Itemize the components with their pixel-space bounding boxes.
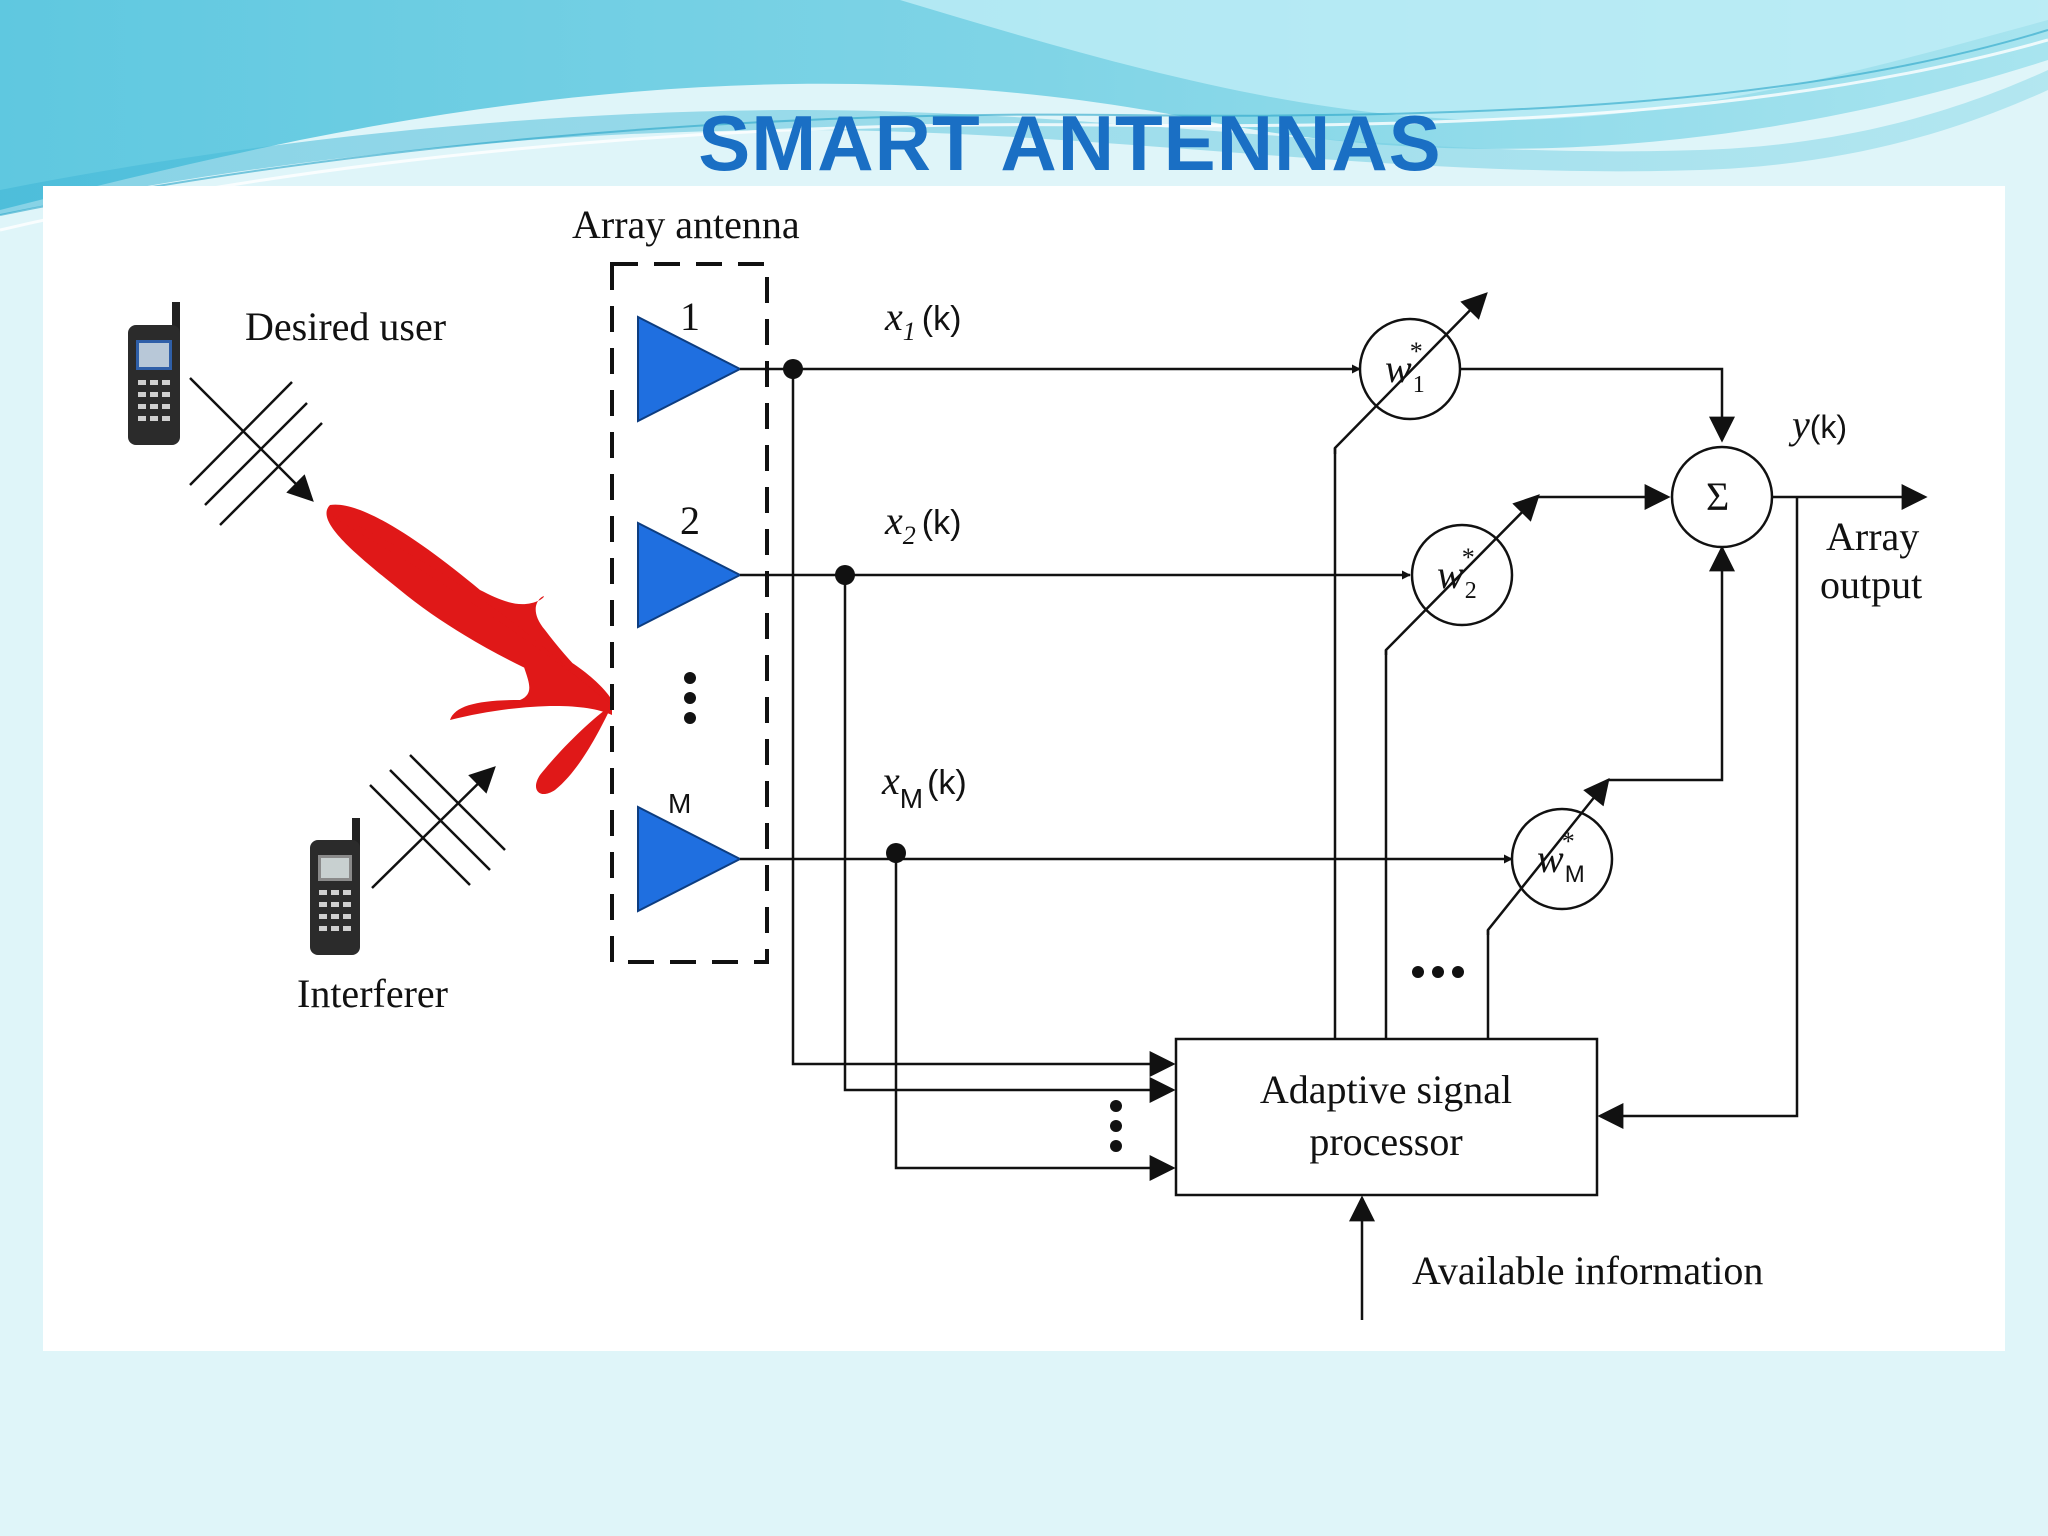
svg-text:w*2: w*2 <box>1437 543 1477 604</box>
svg-text:w*M: w*M <box>1537 827 1585 888</box>
output-signal-label: y(k) <box>1788 402 1847 447</box>
array-output-line1: Array <box>1826 514 1919 559</box>
interferer-label: Interferer <box>297 971 448 1016</box>
antenna-element-1-icon <box>637 315 743 423</box>
desired-user-label: Desired user <box>245 304 446 349</box>
available-information-label: Available information <box>1412 1248 1763 1293</box>
weight-m-node: w*M <box>1510 807 1614 911</box>
signal-1-label: x1(k) <box>884 294 961 346</box>
adaptive-signal-processor-box <box>1174 1037 1599 1197</box>
svg-text:w*1: w*1 <box>1385 337 1425 398</box>
processor-line1: Adaptive signal <box>1260 1067 1512 1112</box>
array-antenna-box <box>610 262 769 964</box>
weight-ellipsis-icon <box>1412 966 1464 978</box>
antenna-m-index: M <box>668 788 691 819</box>
antenna-ellipsis-icon <box>684 672 696 724</box>
signal-2-label: x2(k) <box>884 498 961 550</box>
svg-text:Σ: Σ <box>1706 474 1729 519</box>
antenna-1-index: 1 <box>680 294 700 339</box>
desired-wave-front-icon <box>189 377 323 526</box>
smart-antenna-diagram: Desired user Interferer Array antenna 1 <box>43 186 2005 1351</box>
antenna-element-m-icon <box>637 805 743 913</box>
interferer-phone-icon <box>310 818 360 955</box>
signal-m-label: xM(k) <box>881 758 967 814</box>
antenna-element-2-icon <box>637 521 743 629</box>
summer-node: Σ <box>1670 445 1774 549</box>
beam-pattern-icon <box>326 504 612 795</box>
weight-1-node: w*1 <box>1358 317 1462 421</box>
array-output-line2: output <box>1820 562 1922 607</box>
array-antenna-label: Array antenna <box>572 202 800 247</box>
antenna-2-index: 2 <box>680 498 700 543</box>
processor-line2: processor <box>1309 1119 1462 1164</box>
interferer-wave-front-icon <box>369 754 506 889</box>
desired-user-phone-icon <box>128 302 180 445</box>
input-ellipsis-icon <box>1110 1100 1122 1152</box>
slide-title: SMART ANTENNAS <box>698 99 1442 187</box>
